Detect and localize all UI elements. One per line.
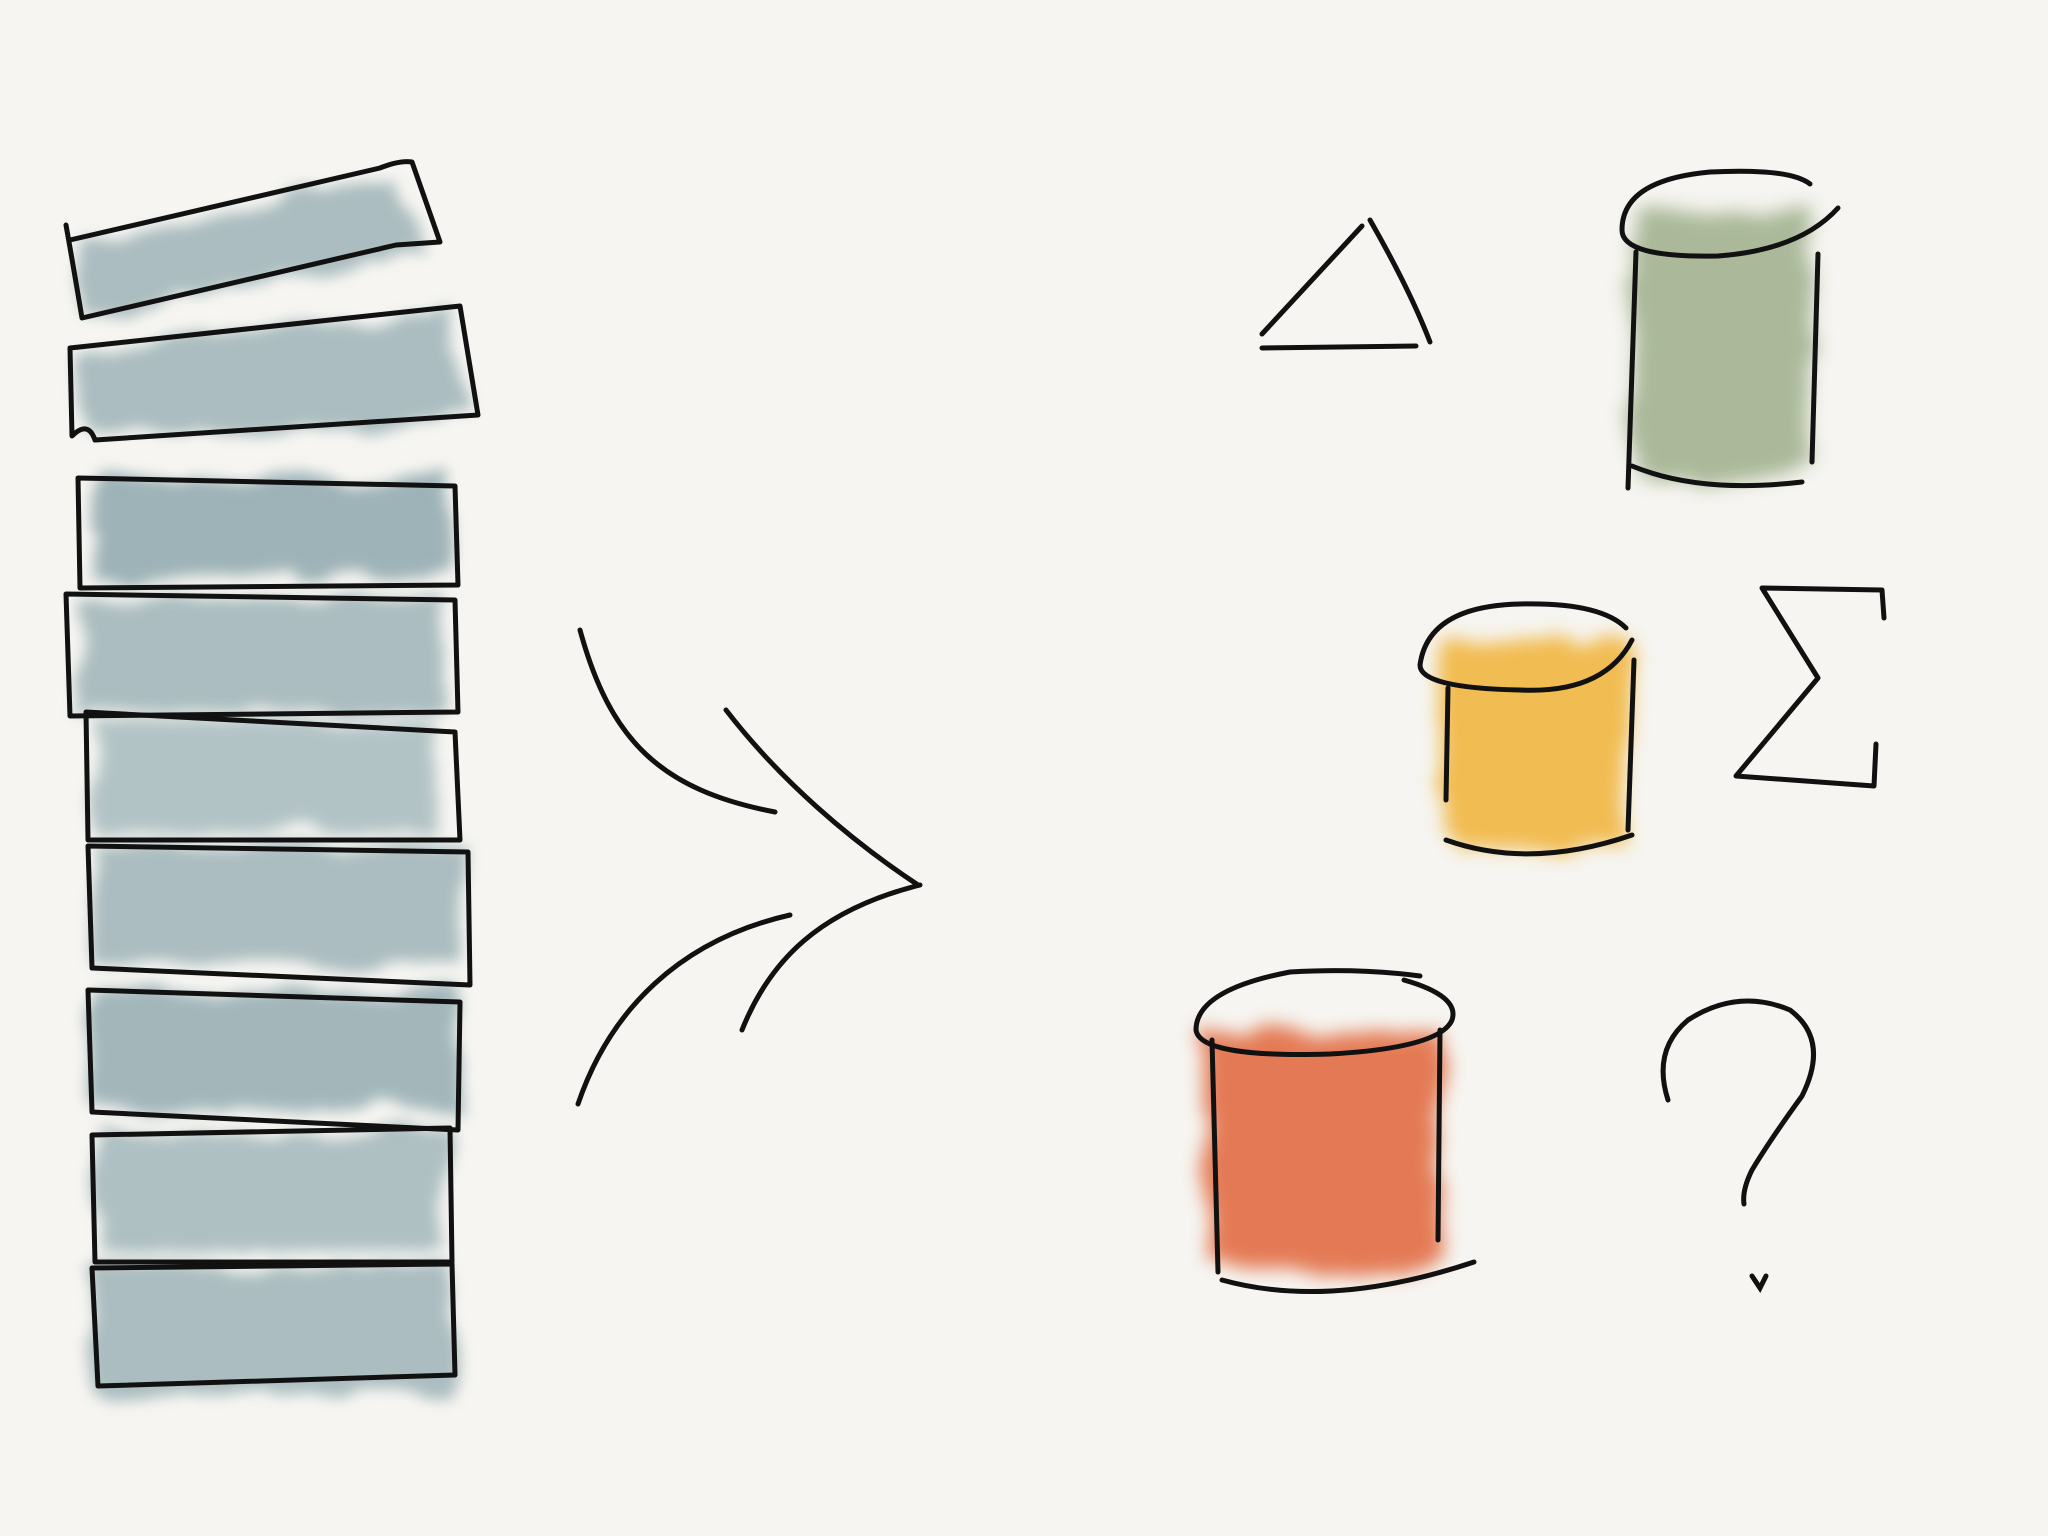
record-outline-3 (75, 475, 461, 591)
stack-outlines (63, 159, 481, 1389)
cylinder-yellow-bottom (1443, 832, 1635, 857)
record-wash-1 (78, 178, 432, 318)
record-outline-4 (63, 591, 461, 719)
record-wash-4 (80, 598, 450, 708)
question-symbol (1660, 998, 1816, 1293)
record-outline-7 (85, 987, 463, 1133)
cylinder-yellow-wash (1440, 640, 1632, 853)
record-wash-8 (96, 1130, 446, 1252)
record-wash-2 (80, 310, 468, 440)
question-curve (1660, 998, 1816, 1207)
arrow-upper-stroke (577, 627, 778, 815)
cylinder-green (1619, 168, 1841, 491)
delta-left-stroke (1259, 223, 1365, 337)
record-outline-9 (89, 1261, 458, 1389)
cylinder-red-wash (1202, 1030, 1442, 1276)
question-dot (1749, 1273, 1769, 1293)
stack-washes (78, 178, 468, 1394)
cylinder-red-right (1435, 1027, 1443, 1243)
record-wash-3 (92, 478, 452, 578)
arrow-head-top (723, 707, 921, 888)
delta-base-stroke (1259, 343, 1419, 351)
cylinder-green-right (1809, 251, 1821, 465)
outputs (1193, 168, 1887, 1294)
cylinder-green-top (1619, 168, 1841, 259)
delta-right-stroke (1367, 217, 1433, 345)
record-wash-7 (90, 990, 460, 1108)
record-outline-5 (83, 709, 463, 843)
cylinder-red-top (1193, 968, 1456, 1057)
cylinder-yellow (1417, 601, 1637, 857)
record-outline-6 (85, 843, 473, 988)
cylinder-yellow-right (1625, 657, 1637, 833)
merge-arrow (575, 627, 923, 1107)
cylinder-green-wash (1632, 210, 1812, 481)
cylinder-red-bottom (1219, 1259, 1477, 1294)
cylinder-red-left (1209, 1037, 1221, 1275)
record-wash-9 (92, 1268, 452, 1394)
record-stack (63, 159, 481, 1394)
sigma-symbol (1733, 585, 1887, 789)
cylinder-yellow-top (1417, 601, 1635, 693)
arrow-head-bottom (739, 882, 923, 1033)
cylinder-red (1193, 968, 1477, 1294)
cylinder-green-bottom (1629, 463, 1805, 489)
arrow-lower-stroke (575, 912, 793, 1107)
cylinder-yellow-left (1443, 685, 1451, 803)
record-outline-2 (67, 303, 481, 443)
record-wash-6 (92, 848, 462, 960)
cylinder-green-left (1625, 249, 1639, 491)
delta-symbol (1259, 217, 1433, 351)
sigma-stroke (1733, 585, 1887, 789)
record-outline-1 (63, 159, 443, 321)
record-wash-5 (96, 718, 436, 834)
